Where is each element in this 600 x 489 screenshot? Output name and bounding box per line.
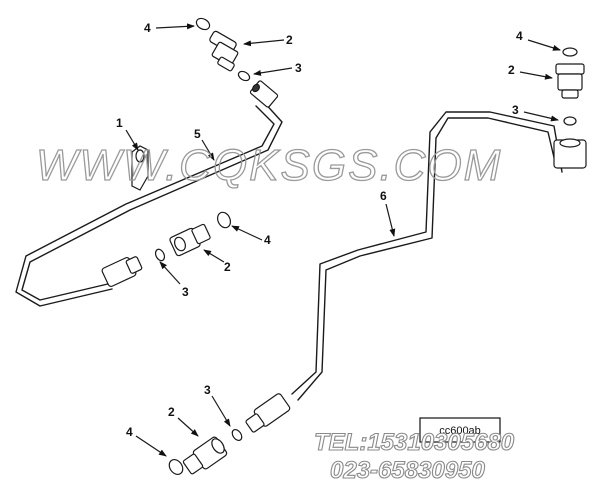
nut-top-left	[249, 80, 279, 108]
connector-top-left	[209, 30, 239, 72]
oring-middle	[216, 211, 232, 229]
contact-info: TEL:15310305680 023-65830950	[313, 428, 515, 484]
leader-c3-mid	[159, 261, 181, 285]
drawing-code-box: cc600ab	[419, 417, 501, 443]
leader-c2-bot	[177, 417, 199, 437]
leader-c4-right	[527, 39, 561, 51]
callout-c2-mid: 2	[224, 260, 231, 274]
oring-right	[562, 47, 578, 57]
connector-bottom	[182, 436, 228, 475]
leader-c6	[385, 203, 396, 237]
leader-c3-right	[523, 111, 559, 122]
callout-c6: 6	[380, 189, 387, 203]
contact-tel: TEL:15310305680	[314, 429, 515, 456]
leader-c4-top	[155, 23, 195, 30]
nut-bottom	[245, 393, 291, 433]
oring-bottom-small	[231, 428, 243, 442]
callout-c3-mid: 3	[182, 285, 189, 299]
contact-phone: 023-65830950	[330, 457, 485, 484]
leader-c3-bot	[211, 395, 231, 427]
callout-c4-top: 4	[144, 21, 151, 35]
nut-right	[553, 138, 587, 169]
oring-bottom	[168, 458, 184, 476]
callout-c4-mid: 4	[264, 233, 271, 247]
leader-c2-top	[243, 39, 285, 47]
tube-5	[15, 99, 283, 307]
leader-c2-right	[519, 71, 553, 80]
callout-labels: 1 2 3 4 5 2 3 4 6 2 3 4 2 3 4	[116, 21, 523, 439]
connector-middle	[169, 223, 211, 257]
connector-right	[555, 63, 585, 99]
oring-top-left	[195, 17, 211, 31]
leader-c4-mid	[231, 225, 263, 241]
leader-c1	[125, 129, 139, 151]
callout-c5: 5	[194, 127, 201, 141]
leader-c4-bot	[135, 435, 167, 457]
oring-middle-small	[154, 248, 166, 262]
tube-6	[291, 111, 563, 401]
watermark-text: WWW.CQKSGS.COM	[36, 141, 502, 190]
callout-c4-bot: 4	[126, 425, 133, 439]
callout-c1: 1	[116, 116, 123, 130]
leader-c2-mid	[203, 249, 225, 263]
drawing-code: cc600ab	[439, 425, 481, 437]
callout-c2-top: 2	[286, 33, 293, 47]
leader-lines	[125, 23, 561, 457]
clip-1	[131, 145, 149, 191]
leader-c3-top	[253, 67, 293, 76]
callout-c2-right: 2	[508, 63, 515, 77]
oring-right-small	[563, 116, 577, 126]
nut-middle	[101, 256, 143, 288]
oring-top-left-small	[237, 70, 251, 82]
callout-c4-right: 4	[516, 29, 523, 43]
callout-c2-bot: 2	[168, 405, 175, 419]
callout-c3-bot: 3	[204, 383, 211, 397]
leader-c5	[201, 139, 215, 161]
callout-c3-top: 3	[295, 61, 302, 75]
callout-c3-right: 3	[512, 103, 519, 117]
